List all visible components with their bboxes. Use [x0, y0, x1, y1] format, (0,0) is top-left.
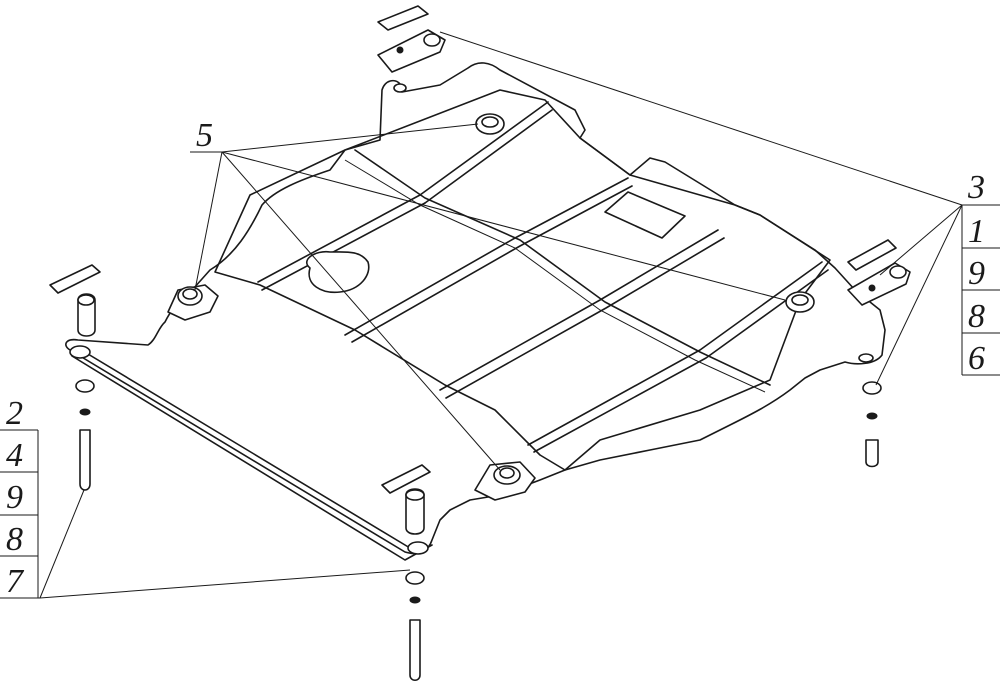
callout-3: 3: [967, 169, 985, 206]
top-bracket-hardware: [377, 5, 446, 73]
square-opening: [604, 191, 686, 239]
callout-stack-left: 2 4 9 8 7: [0, 395, 40, 600]
left-lock-washer: [79, 408, 91, 416]
rib-1: [257, 194, 426, 291]
left-washer: [75, 379, 95, 393]
boss-right: [785, 291, 815, 313]
bottom-plate-nut: [381, 464, 431, 494]
fold-1b: [344, 159, 766, 393]
fold-1: [354, 149, 771, 386]
callout-9-left: 9: [6, 479, 23, 516]
right-bolt: [865, 439, 879, 468]
bottom-lock-washer: [409, 596, 421, 604]
right-plate-nut: [847, 239, 897, 271]
left-long-bolt: [79, 429, 91, 491]
plate-holes: [69, 83, 874, 555]
plate-outline: [65, 62, 886, 555]
rib-1b: [419, 101, 553, 204]
oval-opening: [306, 250, 370, 294]
boss-bottom: [474, 461, 536, 501]
boss-top: [475, 113, 505, 135]
callout-9-right: 9: [968, 255, 985, 292]
mount-bosses: [167, 113, 815, 501]
right-bracket-hardware: [847, 239, 911, 468]
left-hardware: [49, 264, 101, 491]
boss-left: [167, 284, 219, 321]
callout-stack-right: 3 1 9 8 6: [961, 169, 1000, 377]
skid-plate: [65, 62, 886, 561]
plate-front-lip-inner: [77, 347, 411, 549]
top-plate-nut: [377, 5, 429, 31]
left-plate-nut: [49, 264, 101, 294]
callout-6: 6: [968, 340, 985, 377]
callout-8-right: 8: [968, 298, 985, 335]
leader-lines: [39, 31, 963, 599]
callout-1: 1: [968, 213, 985, 250]
callout-4: 4: [6, 437, 23, 474]
rib-3: [439, 229, 725, 399]
right-washer: [862, 381, 882, 395]
bottom-long-bolt: [409, 619, 421, 682]
bottom-washer: [405, 571, 425, 585]
callout-8-left: 8: [6, 521, 23, 558]
callout-2: 2: [6, 395, 23, 432]
bottom-hardware: [381, 464, 431, 682]
callout-5: 5: [196, 117, 213, 154]
right-lock-washer: [866, 412, 878, 420]
callout-7: 7: [6, 563, 25, 600]
